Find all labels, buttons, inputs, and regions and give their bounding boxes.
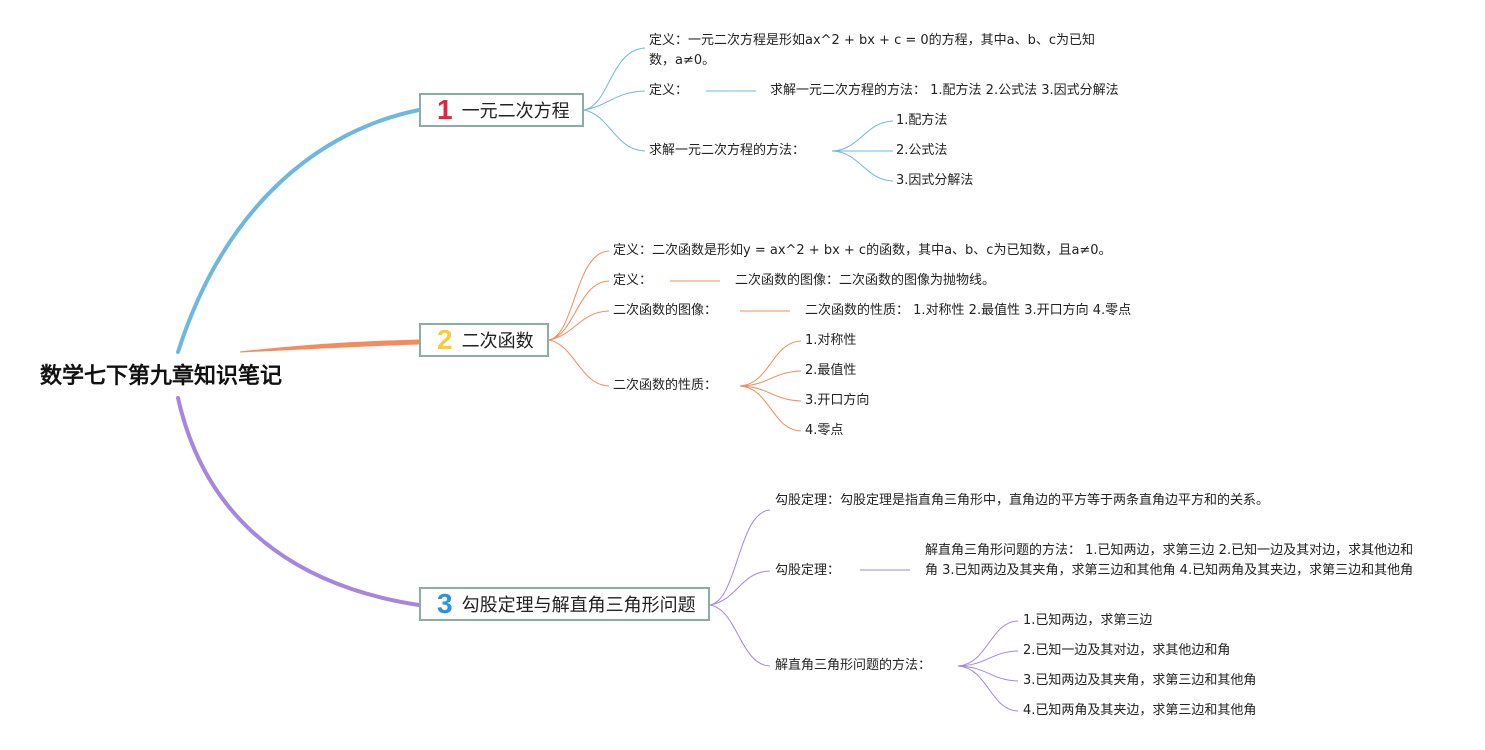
topic-label: 二次函数 <box>461 331 534 352</box>
t2-connector-def2 <box>548 280 610 341</box>
t1-method-item[interactable]: 2.公式法 <box>896 143 948 158</box>
t1-solution-methods[interactable]: 求解一元二次方程的方法： <box>649 143 806 158</box>
t3-method-item[interactable]: 3.已知两边及其夹角，求第三边和其他角 <box>1023 673 1257 688</box>
t3-method-item[interactable]: 4.已知两角及其夹边，求第三边和其他角 <box>1023 703 1257 718</box>
t2-connector-item3 <box>739 385 802 402</box>
t2-connector-item2 <box>739 370 802 387</box>
t2-connector-item1 <box>739 340 802 387</box>
t2-connector-graph <box>548 310 610 341</box>
branch-connector-3 <box>176 396 421 607</box>
t2-connector-prop <box>548 339 610 387</box>
t2-properties[interactable]: 二次函数的性质： <box>613 378 718 393</box>
t3-connector-method <box>709 604 771 667</box>
topic-number-3: 3 <box>437 588 453 619</box>
t2-property-item[interactable]: 4.零点 <box>805 423 844 438</box>
topic-quadratic-equation[interactable]: 1 一元二次方程 <box>419 93 584 127</box>
topic-number-1: 1 <box>437 94 453 125</box>
t3-definition-2[interactable]: 勾股定理： <box>775 563 841 578</box>
t3-connector-item3 <box>957 665 1019 682</box>
topic-label: 一元二次方程 <box>461 101 570 122</box>
t3-method-item[interactable]: 2.已知一边及其对边，求其他边和角 <box>1023 643 1231 658</box>
topic-number-2: 2 <box>437 324 453 355</box>
t3-connector-def2 <box>709 570 771 606</box>
t3-method-item[interactable]: 1.已知两边，求第三边 <box>1023 613 1153 628</box>
t3-connector-item4 <box>957 665 1019 712</box>
topic-pythagorean-theorem[interactable]: 3 勾股定理与解直角三角形问题 <box>419 587 710 621</box>
t1-method-item[interactable]: 1.配方法 <box>896 113 948 128</box>
t1-connector-def2 <box>583 90 646 111</box>
t2-property-item[interactable]: 1.对称性 <box>805 333 857 348</box>
t2-graph-detail[interactable]: 二次函数的性质： 1.对称性 2.最值性 3.开口方向 4.零点 <box>805 303 1132 318</box>
t1-definition[interactable]: 定义：一元二次方程是形如ax^2 + bx + c = 0的方程，其中a、b、c… <box>649 33 1096 68</box>
t2-definition-2[interactable]: 定义： <box>613 273 653 288</box>
root-title[interactable]: 数学七下第九章知识笔记 <box>40 364 283 389</box>
topic-label: 勾股定理与解直角三角形问题 <box>461 595 696 616</box>
t3-connector-item2 <box>957 650 1019 667</box>
t1-definition-2-detail[interactable]: 求解一元二次方程的方法： 1.配方法 2.公式法 3.因式分解法 <box>770 83 1119 98</box>
branch-connector-1 <box>176 108 421 354</box>
t2-definition-2-detail[interactable]: 二次函数的图像：二次函数的图像为抛物线。 <box>735 273 996 288</box>
topic-quadratic-function[interactable]: 2 二次函数 <box>419 323 549 357</box>
t1-connector-item1 <box>831 120 894 152</box>
t3-definition-2-detail[interactable]: 解直角三角形问题的方法： 1.已知两边，求第三边 2.已知一边及其对边，求其他边… <box>925 543 1414 578</box>
t3-connector-def <box>709 509 771 606</box>
t1-method-item[interactable]: 3.因式分解法 <box>896 173 974 188</box>
t2-graph[interactable]: 二次函数的图像： <box>613 303 718 318</box>
t2-property-item[interactable]: 3.开口方向 <box>805 393 870 408</box>
t1-connector-def <box>583 47 646 111</box>
t1-connector-method <box>583 109 646 152</box>
t3-solution-methods[interactable]: 解直角三角形问题的方法： <box>775 658 932 673</box>
t3-definition[interactable]: 勾股定理：勾股定理是指直角三角形中，直角边的平方等于两条直角边平方和的关系。 <box>775 493 1270 508</box>
t1-definition-2[interactable]: 定义： <box>649 83 689 98</box>
t1-connector-item3 <box>831 150 894 182</box>
t2-connector-def <box>548 250 610 341</box>
t2-definition[interactable]: 定义：二次函数是形如y = ax^2 + bx + c的函数，其中a、b、c为已… <box>613 243 1112 258</box>
branch-connector-2 <box>239 339 420 353</box>
t3-connector-item1 <box>957 620 1019 667</box>
t2-property-item[interactable]: 2.最值性 <box>805 363 857 378</box>
t2-connector-item4 <box>739 385 802 432</box>
